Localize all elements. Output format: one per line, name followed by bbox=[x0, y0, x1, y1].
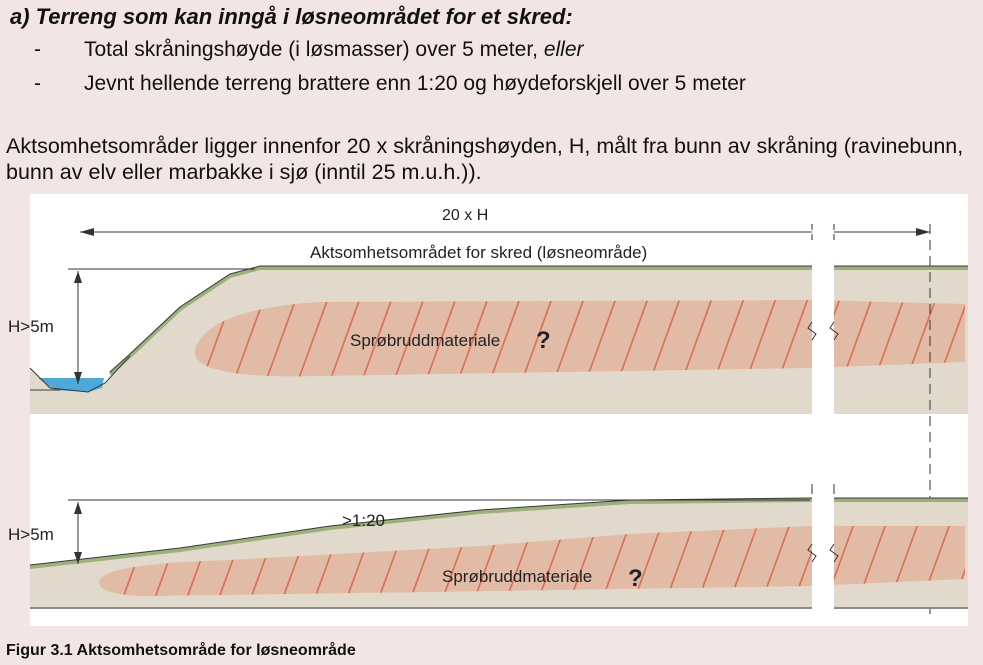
bullet-text: Total skråningshøyde (i løsmasser) over … bbox=[84, 38, 544, 61]
bullet-dash: - bbox=[34, 38, 41, 61]
material-label-bottom: Sprøbruddmateriale bbox=[442, 567, 592, 586]
zone-label: Aktsomhetsområdet for skred (løsneområde… bbox=[310, 243, 647, 262]
top-terrain-profile bbox=[29, 265, 968, 414]
description-paragraph: Aktsomhetsområder ligger innenfor 20 x s… bbox=[6, 134, 964, 184]
bullet-item-2: - Jevnt hellende terreng brattere enn 1:2… bbox=[34, 72, 746, 96]
slope-diagram: 20 x H Aktsomhetsområdet for skred (løsn… bbox=[8, 194, 968, 626]
bottom-break-gap bbox=[812, 484, 834, 626]
material-label-top: Sprøbruddmateriale bbox=[350, 331, 500, 350]
slope-label: >1:20 bbox=[342, 511, 385, 530]
question-mark-bottom: ? bbox=[628, 565, 643, 592]
bullet-text: Jevnt hellende terreng brattere enn 1:20… bbox=[84, 72, 746, 95]
question-mark-top: ? bbox=[536, 327, 551, 354]
top-material-hatch bbox=[194, 300, 965, 377]
width-label: 20 x H bbox=[442, 207, 488, 224]
bullet-item-1: - Total skråningshøyde (i løsmasser) over… bbox=[34, 38, 584, 62]
bullet-dash: - bbox=[34, 72, 41, 95]
top-break-gap bbox=[812, 194, 834, 426]
figure-caption: Figur 3.1 Aktsomhetsområde for løsneområ… bbox=[6, 642, 356, 659]
bullet-emphasis: eller bbox=[543, 38, 584, 61]
bottom-material-hatch bbox=[99, 526, 966, 596]
section-heading: a) Terreng som kan inngå i løsneområdet … bbox=[10, 4, 573, 29]
height-label-top: H>5m bbox=[8, 317, 54, 336]
height-label-bottom: H>5m bbox=[8, 525, 54, 544]
